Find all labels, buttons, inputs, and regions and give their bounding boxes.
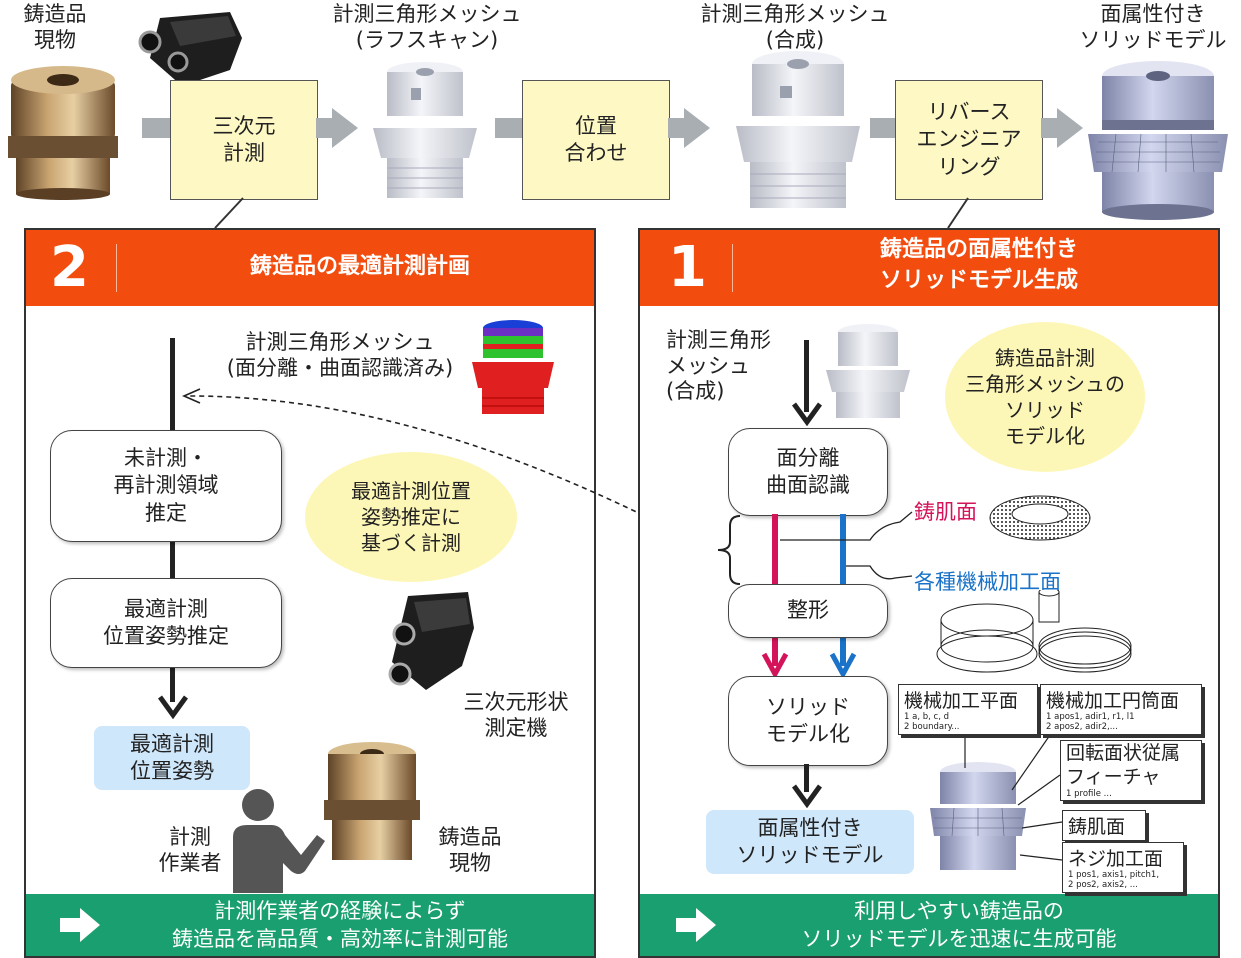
flow-arrow-6 bbox=[1041, 118, 1059, 138]
right-flow-line-1 bbox=[804, 340, 809, 412]
left-box-pose-estimation: 最適計測 位置姿勢推定 bbox=[50, 578, 282, 668]
right-flow-arrowhead-2 bbox=[792, 784, 822, 808]
solid-model-label: 面属性付き ソリッドモデル bbox=[1079, 2, 1227, 52]
left-bubble: 最適計測位置 姿勢推定に 基づく計測 bbox=[305, 452, 517, 582]
right-flow-line-2 bbox=[804, 764, 809, 792]
tag-sub: 1 profile ... bbox=[1066, 788, 1112, 799]
tag-thread-surface: ネジ加工面 1 pos1, axis1, pitch1, 2 pos2, axi… bbox=[1062, 842, 1184, 893]
colored-arrowheads bbox=[761, 652, 857, 680]
solid-model-image bbox=[1088, 61, 1228, 220]
rough-mesh-label: 計測三角形メッシュ (ラフスキャン) bbox=[332, 2, 522, 52]
tag-title: 機械加工平面 bbox=[904, 690, 1019, 712]
tag-machined-plane: 機械加工平面 1 a, b, c, d 2 boundary... bbox=[898, 684, 1038, 735]
rough-mesh-image bbox=[373, 62, 477, 198]
left-flow-arrowhead bbox=[158, 695, 188, 719]
flow-arrow-2-head bbox=[332, 108, 358, 148]
right-result-solid-model: 面属性付き ソリッドモデル bbox=[706, 810, 914, 874]
tag-title: 鋳肌面 bbox=[1068, 816, 1126, 838]
left-flow-line-1 bbox=[170, 338, 175, 430]
flow-arrow-4 bbox=[668, 118, 686, 138]
machine-label: 三次元形状 測定機 bbox=[463, 690, 569, 740]
merged-mesh-image bbox=[736, 51, 860, 208]
right-flow-arrowhead-1 bbox=[792, 402, 822, 426]
flow-arrow-6-head bbox=[1057, 108, 1083, 148]
right-panel-header: 1 鋳造品の面属性付き ソリッドモデル生成 bbox=[640, 230, 1218, 306]
right-arrow-icon bbox=[676, 908, 716, 942]
tag-sub: 1 a, b, c, d 2 boundary... bbox=[904, 712, 960, 732]
tag-title: 回転面状従属 フィーチャ bbox=[1066, 742, 1181, 788]
right-box-surface-separation: 面分離 曲面認識 bbox=[728, 428, 888, 516]
flow-arrow-5 bbox=[870, 118, 898, 138]
left-box-unmeasured: 未計測・ 再計測領域 推定 bbox=[50, 430, 282, 542]
left-mesh-label: 計測三角形メッシュ (面分離・曲面認識済み) bbox=[226, 330, 454, 380]
flow-arrow-1 bbox=[142, 118, 172, 138]
operator-icon bbox=[233, 789, 325, 893]
attributed-solid-image bbox=[930, 762, 1026, 870]
right-bubble: 鋳造品計測 三角形メッシュの ソリッド モデル化 bbox=[945, 322, 1145, 472]
machined-parts-image bbox=[936, 590, 1132, 673]
left-panel-title: 鋳造品の最適計測計画 bbox=[249, 254, 470, 279]
flow-arrow-2 bbox=[316, 118, 334, 138]
machined-surface-line bbox=[840, 514, 846, 584]
tag-cast-surface: 鋳肌面 bbox=[1062, 810, 1146, 841]
segmented-mesh-image bbox=[472, 320, 554, 414]
tag-title: ネジ加工面 bbox=[1068, 848, 1164, 870]
cast-surface-line-2 bbox=[772, 636, 778, 666]
step-alignment: 位置 合わせ bbox=[522, 80, 670, 200]
tag-rotational-feature: 回転面状従属 フィーチャ 1 profile ... bbox=[1060, 740, 1202, 802]
flow-arrow-4-head bbox=[684, 108, 710, 148]
machined-surface-label: 各種機械加工面 bbox=[914, 570, 1061, 594]
tag-title: 機械加工円筒面 bbox=[1046, 690, 1180, 712]
left-panel-header: 2 鋳造品の最適計測計画 bbox=[26, 230, 594, 306]
step-3d-measurement: 三次元 計測 bbox=[170, 80, 318, 200]
right-arrow-icon bbox=[60, 908, 100, 942]
left-panel-number: 2 bbox=[50, 235, 89, 300]
cast-surface-line bbox=[772, 514, 778, 584]
right-box-shaping: 整形 bbox=[728, 584, 888, 638]
machined-surface-line-2 bbox=[840, 636, 846, 666]
cast-surface-ring-image bbox=[989, 495, 1091, 541]
operator-label: 計測 作業者 bbox=[158, 825, 222, 875]
left-flow-line-3 bbox=[170, 668, 175, 702]
left-header-divider bbox=[116, 244, 117, 292]
right-panel-title: 鋳造品の面属性付き ソリッドモデル生成 bbox=[879, 237, 1078, 293]
input-mesh-image bbox=[826, 324, 910, 418]
cast-label: 鋳造品 現物 bbox=[438, 825, 502, 875]
measuring-machine-image bbox=[388, 592, 474, 690]
tag-sub: 1 apos1, adir1, r1, l1 2 apos2, adir2,..… bbox=[1046, 712, 1135, 732]
step-reverse-engineering: リバース エンジニア リング bbox=[895, 80, 1043, 200]
right-box-solid-modeling: ソリッド モデル化 bbox=[728, 676, 888, 766]
cast-surface-label: 鋳肌面 bbox=[914, 500, 977, 524]
right-panel-footer: 利用しやすい鋳造品の ソリッドモデルを迅速に生成可能 bbox=[640, 894, 1218, 956]
left-footer-text: 計測作業者の経験によらず 鋳造品を高品質・高効率に計測可能 bbox=[172, 899, 508, 952]
left-flow-line-2 bbox=[170, 540, 175, 578]
tag-machined-cylinder: 機械加工円筒面 1 apos1, adir1, r1, l1 2 apos2, … bbox=[1040, 684, 1202, 735]
left-panel-footer: 計測作業者の経験によらず 鋳造品を高品質・高効率に計測可能 bbox=[26, 894, 594, 956]
scanner-image bbox=[138, 12, 242, 86]
cast-part-image bbox=[324, 742, 420, 860]
brace-icon bbox=[717, 515, 741, 585]
connector-lines bbox=[214, 197, 969, 229]
right-panel-number: 1 bbox=[668, 235, 707, 300]
right-footer-text: 利用しやすい鋳造品の ソリッドモデルを迅速に生成可能 bbox=[801, 899, 1117, 952]
left-result-pose: 最適計測 位置姿勢 bbox=[94, 726, 250, 790]
cast-actual-label: 鋳造品 現物 bbox=[23, 2, 87, 52]
tag-sub: 1 pos1, axis1, pitch1, 2 pos2, axis2, ..… bbox=[1068, 870, 1160, 890]
right-header-divider bbox=[732, 244, 733, 292]
merged-mesh-label: 計測三角形メッシュ (合成) bbox=[700, 2, 890, 52]
bronze-casting-image bbox=[8, 66, 118, 200]
flow-arrow-3 bbox=[495, 118, 523, 138]
right-input-label: 計測三角形 メッシュ (合成) bbox=[666, 328, 771, 404]
